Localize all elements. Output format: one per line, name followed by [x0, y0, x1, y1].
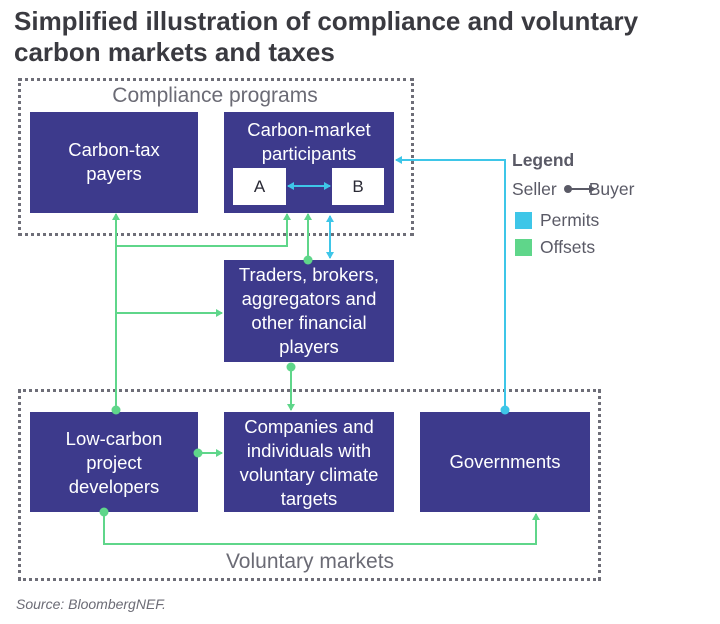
permits-swatch — [515, 212, 532, 229]
governments-to-participants-line — [395, 156, 506, 410]
companies-individuals-box: Companies and individuals with voluntary… — [224, 412, 394, 512]
legend-permits: Permits — [515, 210, 599, 231]
voluntary-markets-label: Voluntary markets — [225, 550, 395, 573]
legend-arrow-head — [589, 185, 596, 193]
traders-brokers-box: Traders, brokers, aggregators and other … — [224, 260, 394, 362]
carbon-tax-payers-box: Carbon-tax payers — [30, 112, 198, 213]
carbon-market-participants-label: Carbon-market participants — [247, 119, 371, 164]
chart-title: Simplified illustration of compliance an… — [14, 6, 639, 67]
legend-seller-buyer: Seller Buyer — [512, 179, 634, 200]
traders-brokers-label: Traders, brokers, aggregators and other … — [238, 264, 380, 357]
traders-seller-dot — [303, 255, 313, 265]
carbon-tax-payers-label: Carbon-tax payers — [68, 139, 160, 184]
governments-box: Governments — [420, 412, 590, 512]
participant-a-box: A — [233, 168, 286, 205]
compliance-programs-label: Compliance programs — [90, 84, 340, 108]
traders-offsets-dot — [286, 362, 296, 372]
compliance-programs-region — [18, 78, 414, 236]
carbon-market-participants-box: Carbon-market participants A B — [224, 112, 394, 213]
source-note: Source: BloombergNEF. — [16, 596, 166, 612]
low-carbon-developers-box: Low-carbon project developers — [30, 412, 198, 512]
developers-governments-dot — [99, 507, 109, 517]
developers-companies-dot — [193, 448, 203, 458]
legend-seller-label: Seller — [512, 179, 557, 199]
voluntary-markets-region — [18, 389, 601, 581]
permits-label: Permits — [540, 210, 600, 230]
governments-seller-dot — [500, 405, 510, 415]
legend-title: Legend — [512, 150, 575, 170]
developers-to-governments-line — [103, 512, 540, 545]
developers-to-participant-a-line — [116, 213, 291, 247]
legend-buyer-label: Buyer — [588, 179, 635, 199]
participant-b-box: B — [332, 168, 384, 205]
offsets-label: Offsets — [540, 237, 596, 257]
developers-seller-dot — [111, 405, 121, 415]
low-carbon-developers-label: Low-carbon project developers — [65, 428, 163, 497]
legend-offsets: Offsets — [515, 237, 595, 258]
governments-label: Governments — [449, 451, 561, 472]
companies-individuals-label: Companies and individuals with voluntary… — [239, 416, 379, 509]
offsets-swatch — [515, 239, 532, 256]
